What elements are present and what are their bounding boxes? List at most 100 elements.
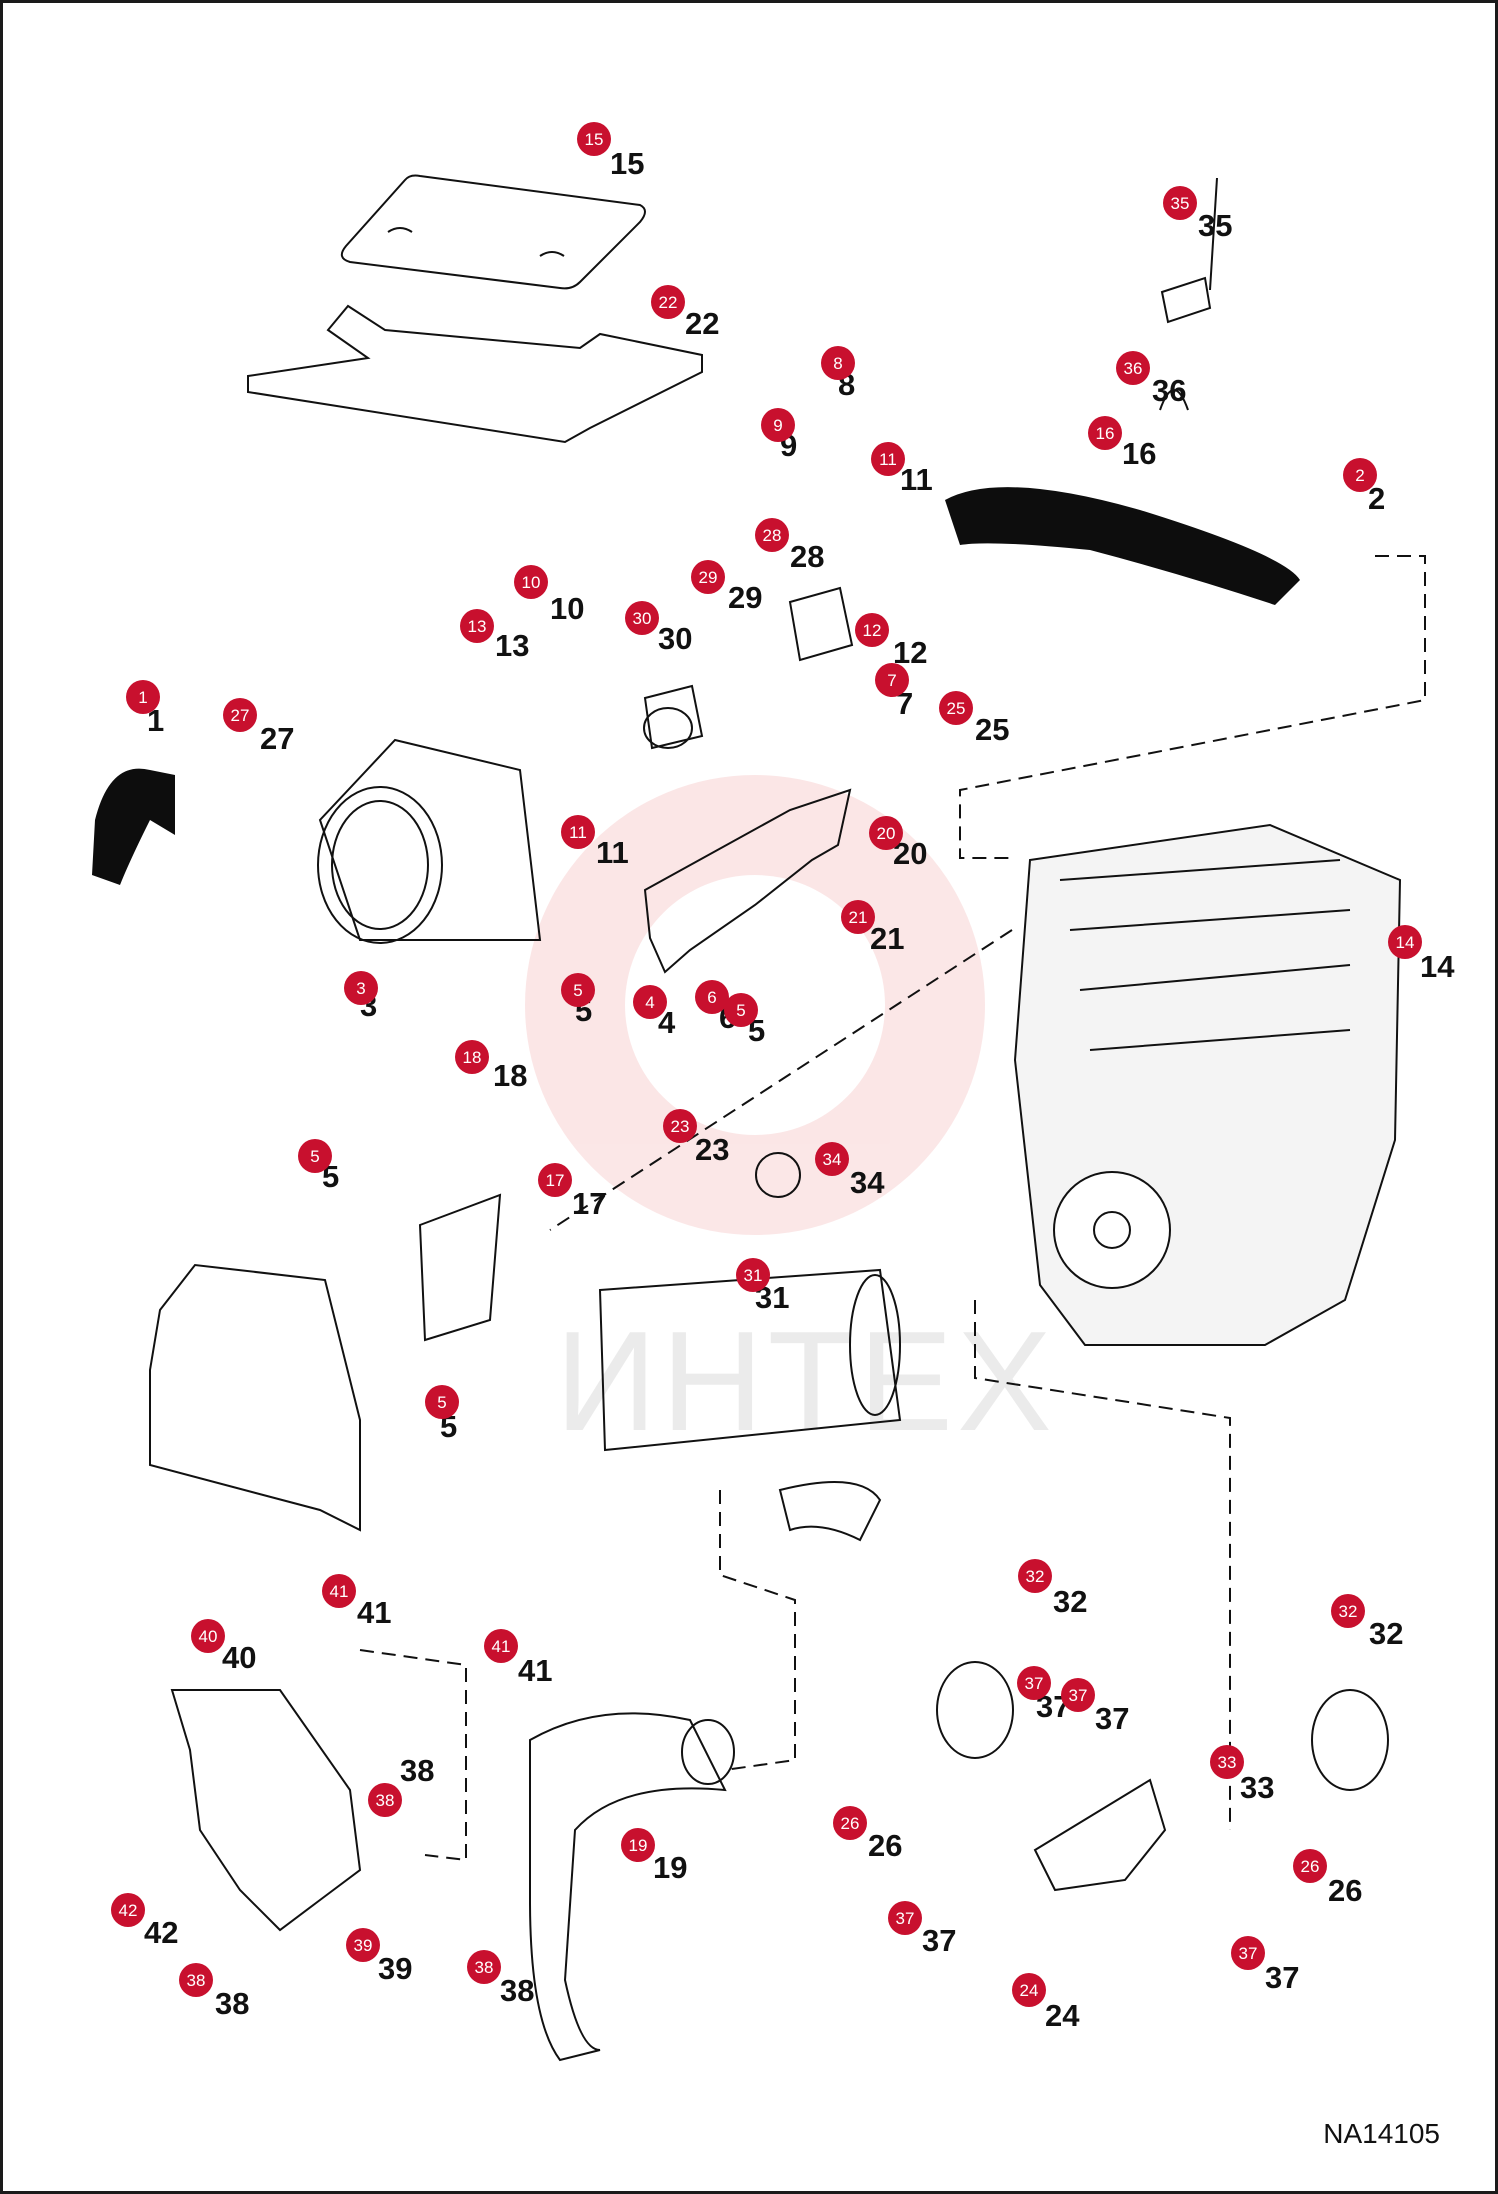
callout-number: 29 bbox=[728, 580, 762, 615]
callout-number: 24 bbox=[1045, 1998, 1080, 2033]
callout-badge bbox=[736, 1258, 770, 1292]
callout-badge-label: 42 bbox=[119, 1901, 138, 1920]
callout-number: 37 bbox=[1265, 1960, 1299, 1995]
callout-number: 33 bbox=[1240, 1770, 1274, 1805]
callout-number: 26 bbox=[1328, 1873, 1362, 1908]
callout-badge-label: 37 bbox=[1239, 1944, 1258, 1963]
callout-badge-label: 14 bbox=[1396, 933, 1415, 952]
callout-badge bbox=[663, 1109, 697, 1143]
callout-badge bbox=[179, 1963, 213, 1997]
callout-badge bbox=[939, 691, 973, 725]
heat-shield bbox=[149, 1263, 361, 1532]
exhaust-pipe bbox=[529, 1712, 735, 2062]
callout-badge bbox=[577, 122, 611, 156]
band-clamp-left bbox=[936, 1661, 1014, 1759]
callout-number: 17 bbox=[572, 1186, 606, 1221]
callout-badge-label: 38 bbox=[475, 1958, 494, 1977]
callout-badge-label: 16 bbox=[1096, 424, 1115, 443]
callout-number: 23 bbox=[695, 1132, 729, 1167]
callout-badge bbox=[298, 1139, 332, 1173]
watermark-text: ИНТЕХ bbox=[555, 1302, 1056, 1461]
callout-badge-label: 40 bbox=[199, 1627, 218, 1646]
callout-badge bbox=[111, 1893, 145, 1927]
callout-badge bbox=[1018, 1559, 1052, 1593]
callout-3: 33 bbox=[344, 971, 378, 1023]
engine-block bbox=[1013, 823, 1402, 1346]
callout-number: 32 bbox=[1369, 1616, 1403, 1651]
callout-badge bbox=[561, 973, 595, 1007]
callout-number: 42 bbox=[144, 1915, 178, 1950]
callout-number: 28 bbox=[790, 539, 824, 574]
callout-badge-label: 32 bbox=[1339, 1602, 1358, 1621]
callout-number: 35 bbox=[1198, 208, 1232, 243]
callout-number: 11 bbox=[900, 462, 933, 497]
cover-plate bbox=[340, 174, 646, 290]
callout-number: 16 bbox=[1122, 436, 1156, 471]
callout-number: 19 bbox=[653, 1850, 687, 1885]
callout-badge bbox=[833, 1806, 867, 1840]
callout-badge-label: 39 bbox=[354, 1936, 373, 1955]
callout-badge bbox=[1017, 1666, 1051, 1700]
callout-badge bbox=[1088, 416, 1122, 450]
callout-badge bbox=[368, 1783, 402, 1817]
callout-number: 22 bbox=[685, 306, 719, 341]
callout-badge-label: 5 bbox=[573, 981, 582, 1000]
callout-badge bbox=[755, 518, 789, 552]
callout-badge bbox=[724, 993, 758, 1027]
callout-badge bbox=[875, 663, 909, 697]
callout-badge-label: 37 bbox=[1069, 1686, 1088, 1705]
callout-badge-label: 34 bbox=[823, 1150, 842, 1169]
callout-number: 21 bbox=[870, 921, 904, 956]
callout-badge-label: 2 bbox=[1355, 466, 1364, 485]
callout-number: 15 bbox=[610, 146, 644, 181]
callout-14: 14 14 bbox=[1388, 925, 1455, 984]
callout-badge-label: 38 bbox=[187, 1971, 206, 1990]
callout-number: 41 bbox=[357, 1595, 391, 1630]
callout-badge bbox=[871, 442, 905, 476]
callout-badge-label: 37 bbox=[1025, 1674, 1044, 1693]
callout-number: 14 bbox=[1420, 949, 1455, 984]
muffler bbox=[598, 1268, 902, 1542]
callout-5: 55 bbox=[561, 973, 595, 1028]
callout-badge-label: 12 bbox=[863, 621, 882, 640]
callout-badge-label: 9 bbox=[773, 416, 782, 435]
callout-badge-label: 23 bbox=[671, 1117, 690, 1136]
callout-badge-label: 6 bbox=[707, 988, 716, 1007]
callout-badge-label: 28 bbox=[763, 526, 782, 545]
callout-badge bbox=[191, 1619, 225, 1653]
callout-badge bbox=[691, 560, 725, 594]
callout-badge-label: 13 bbox=[468, 617, 487, 636]
callout-7: 77 bbox=[875, 663, 913, 721]
mounting-bracket bbox=[643, 788, 852, 974]
callout-badge bbox=[455, 1040, 489, 1074]
callout-37: 37 37 bbox=[1231, 1936, 1299, 1995]
muffler-bracket bbox=[1033, 1778, 1167, 1892]
callout-number: 32 bbox=[1053, 1584, 1087, 1619]
callout-badge-label: 5 bbox=[437, 1393, 446, 1412]
callout-badge-label: 26 bbox=[841, 1814, 860, 1833]
callout-badge bbox=[346, 1928, 380, 1962]
callout-2: 22 bbox=[1343, 458, 1385, 516]
callout-badge bbox=[625, 601, 659, 635]
callout-number: 13 bbox=[495, 628, 529, 663]
